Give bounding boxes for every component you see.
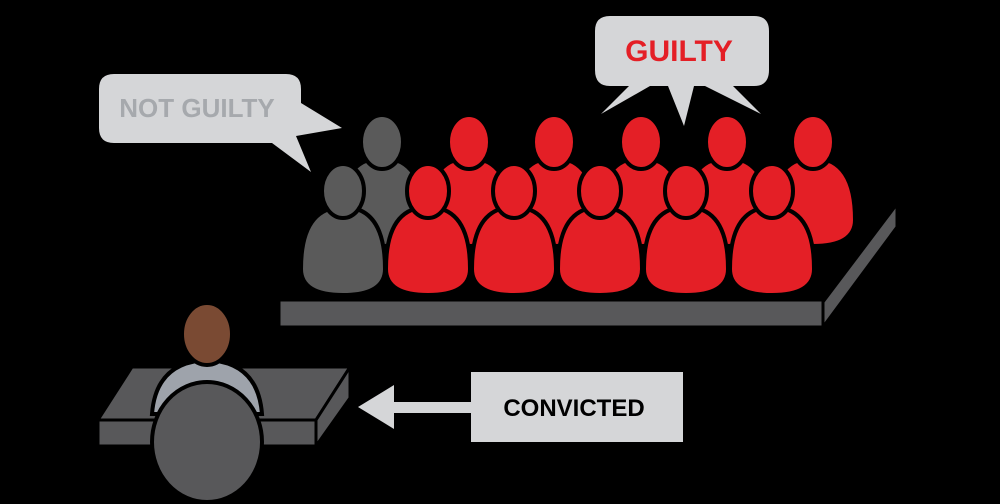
- juror-head: [577, 162, 623, 220]
- juror-front-4: [555, 162, 645, 298]
- arrow-left-icon: [358, 385, 472, 429]
- juror-head: [663, 162, 709, 220]
- juror-head: [320, 162, 366, 220]
- defendant-chair: [150, 380, 264, 504]
- juror-head: [405, 162, 451, 220]
- juror-front-6: [727, 162, 817, 298]
- juror-head: [359, 113, 405, 171]
- juror-body: [298, 204, 388, 298]
- convicted-box-bg: [471, 372, 683, 442]
- juror-body: [383, 204, 473, 298]
- jury-box-front: [277, 298, 825, 329]
- juror-head: [749, 162, 795, 220]
- jurors-group: [298, 113, 858, 298]
- convicted-label: CONVICTED: [503, 395, 644, 422]
- juror-front-3: [469, 162, 559, 298]
- juror-head: [446, 113, 492, 171]
- juror-head: [531, 113, 577, 171]
- juror-body: [469, 204, 559, 298]
- speech-bubble-icon: [99, 74, 342, 172]
- juror-head: [491, 162, 537, 220]
- not-guilty-label: NOT GUILTY: [119, 93, 275, 123]
- juror-head: [704, 113, 750, 171]
- juror-head: [618, 113, 664, 171]
- juror-front-2: [383, 162, 473, 298]
- arrow-shaft: [392, 402, 472, 413]
- juror-body: [641, 204, 731, 298]
- arrow-head: [358, 385, 394, 429]
- guilty-bubble: GUILTY: [595, 16, 769, 126]
- juror-front-1: [298, 162, 388, 298]
- juror-body: [555, 204, 645, 298]
- defendant: [149, 301, 265, 504]
- juror-head: [790, 113, 836, 171]
- guilty-label: GUILTY: [625, 35, 733, 68]
- juror-front-5: [641, 162, 731, 298]
- not-guilty-bubble: NOT GUILTY: [99, 74, 342, 172]
- convicted-box: CONVICTED: [471, 372, 683, 442]
- juror-body: [727, 204, 817, 298]
- speech-bubble-icon: [595, 16, 769, 126]
- jury-box: [277, 199, 899, 332]
- defendant-head: [180, 301, 234, 367]
